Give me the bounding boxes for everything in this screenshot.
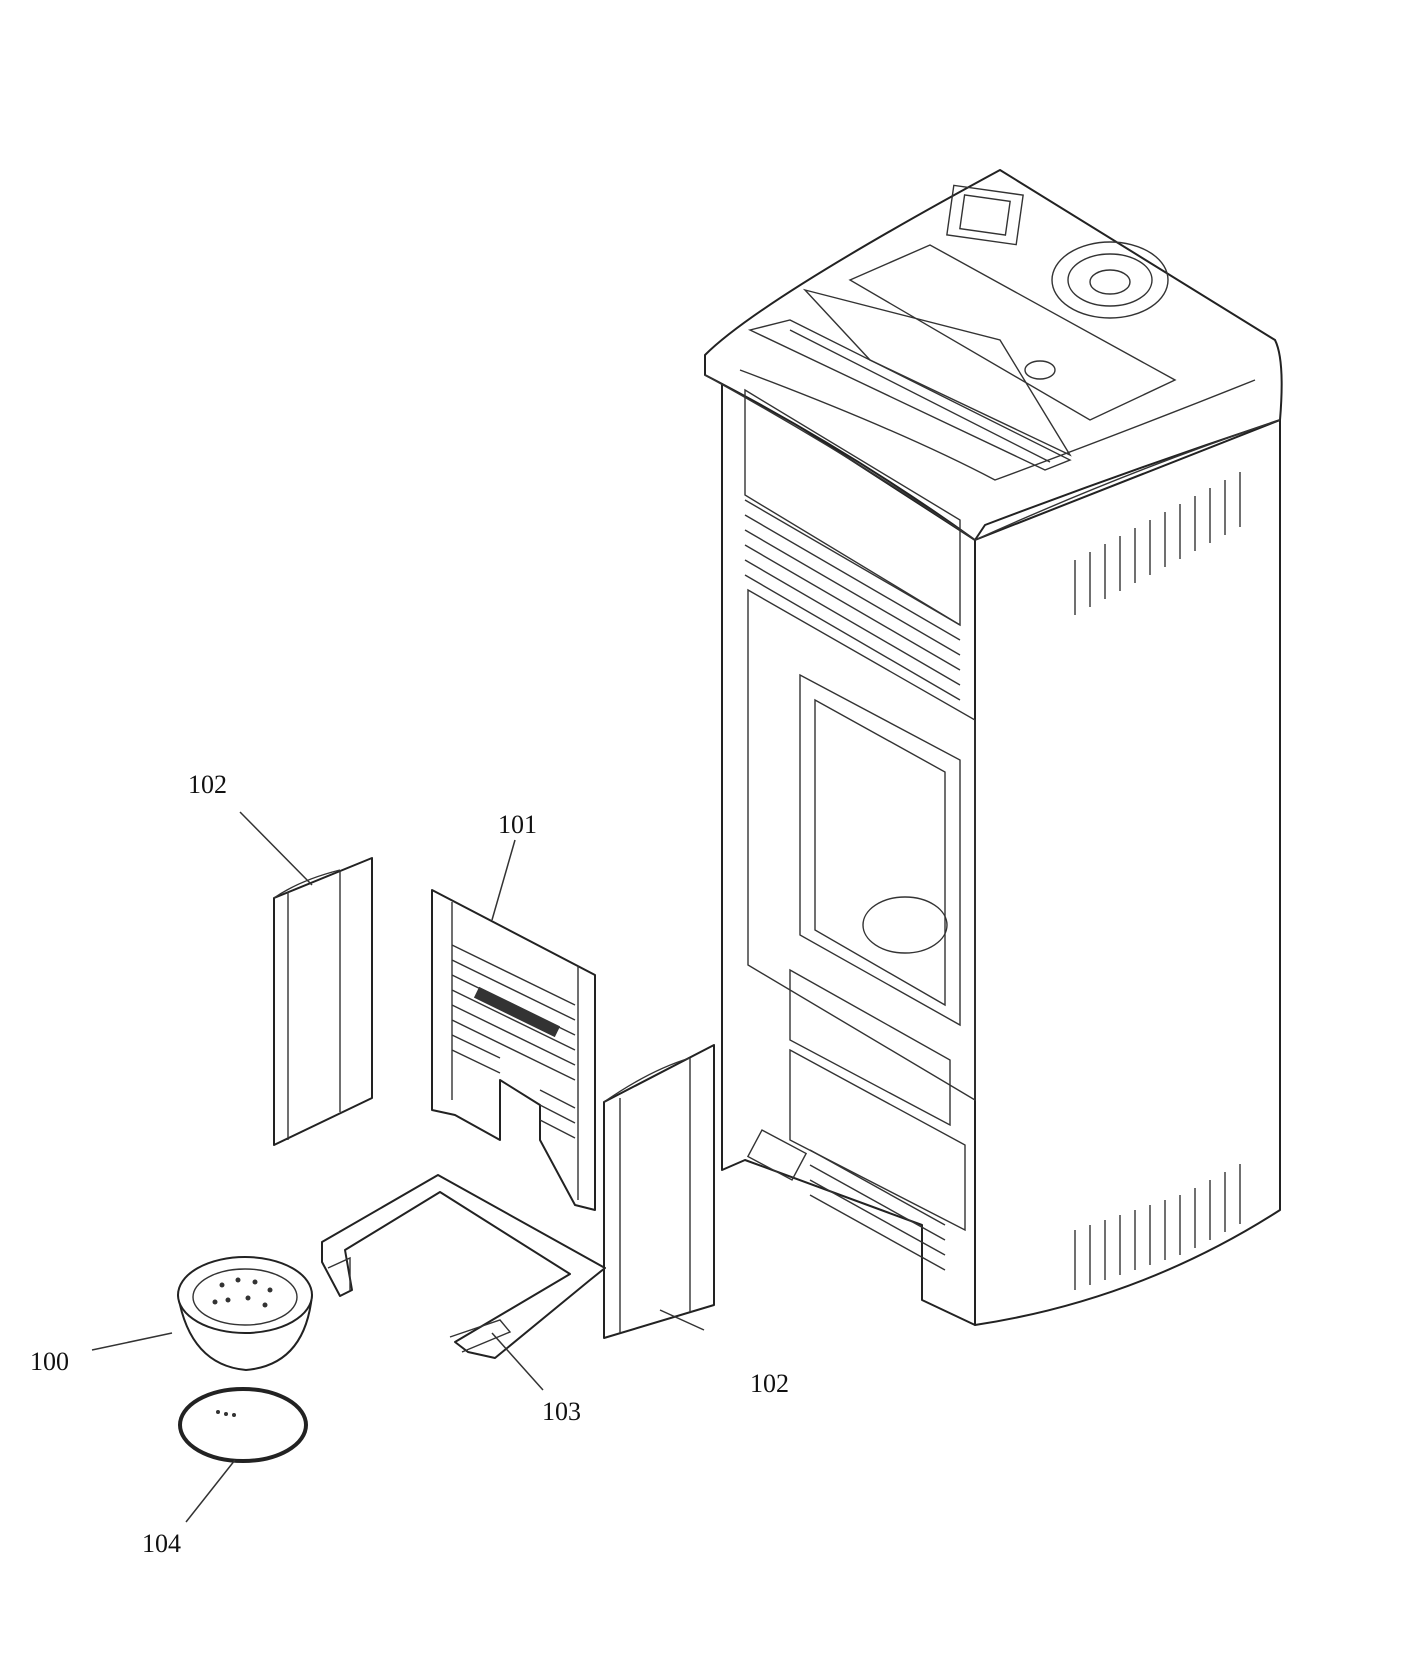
side-liner-right bbox=[603, 1044, 715, 1339]
pellet-stove-body bbox=[704, 169, 1283, 1326]
gasket-ring bbox=[178, 1387, 308, 1463]
callout-102-right: 102 bbox=[750, 1369, 789, 1398]
callout-103: 103 bbox=[542, 1397, 581, 1426]
callout-100: 100 bbox=[30, 1347, 69, 1376]
callout-101: 101 bbox=[498, 810, 537, 839]
rear-baffle-panel bbox=[431, 889, 596, 1211]
callout-104: 104 bbox=[142, 1529, 181, 1558]
burn-pot bbox=[177, 1256, 313, 1371]
leader-lines bbox=[91, 811, 705, 1523]
callout-102-left: 102 bbox=[188, 770, 227, 799]
side-liner-left bbox=[273, 857, 373, 1146]
base-frame bbox=[321, 1174, 606, 1359]
